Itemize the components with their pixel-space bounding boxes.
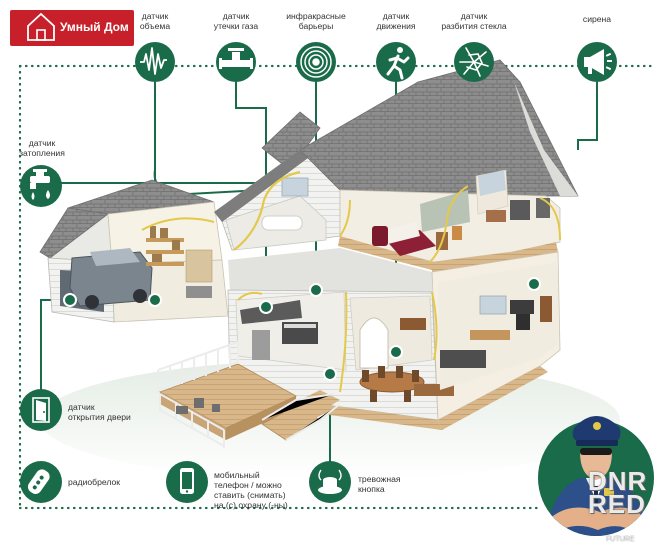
sensor-badges: [20, 42, 617, 503]
watermark-line-1: DNR: [588, 466, 648, 496]
glass-sensor-badge: [454, 42, 494, 82]
phone-badge: [166, 461, 208, 503]
gas-sensor-badge: [216, 42, 256, 82]
garage: [39, 179, 229, 323]
faucet-drop-icon: [30, 169, 50, 200]
waveform-icon: [140, 47, 167, 75]
upper-floor: [214, 59, 579, 272]
panic-button-badge: [309, 461, 351, 503]
smartphone-icon: [180, 468, 194, 494]
keyfob-badge: [20, 461, 62, 503]
door-icon: [32, 397, 50, 423]
running-person-icon: [386, 47, 410, 80]
volume-sensor-badge: [135, 42, 175, 82]
broken-glass-icon: [459, 47, 489, 77]
sensor-dots: [63, 277, 541, 381]
security-guard-illustration: [538, 416, 654, 536]
megaphone-icon: [584, 49, 612, 75]
watermark-logo: DNR RED: [588, 466, 648, 519]
deck-and-stairs: [157, 341, 341, 448]
label-siren: сирена: [582, 14, 612, 24]
siren-badge: [577, 42, 617, 82]
watermark-line-2: RED: [588, 489, 646, 519]
logo: [10, 10, 134, 46]
label-keyfob: радиобрелок: [68, 477, 120, 487]
house-logo-icon: [27, 12, 55, 41]
key-fob-icon: [27, 469, 50, 494]
gas-valve-icon: [219, 48, 253, 69]
flood-sensor-badge: [20, 165, 62, 207]
door-sensor-badge: [20, 389, 62, 431]
dotted-connector-frame: [18, 64, 658, 510]
brand-name: Умный Дом: [60, 20, 129, 34]
watermark-subtext: FUTURE: [606, 536, 635, 543]
panic-button-icon: [318, 469, 342, 494]
motion-sensor-badge: [376, 42, 416, 82]
ir-barrier-icon: [300, 46, 332, 78]
ir-sensor-badge: [296, 42, 336, 82]
